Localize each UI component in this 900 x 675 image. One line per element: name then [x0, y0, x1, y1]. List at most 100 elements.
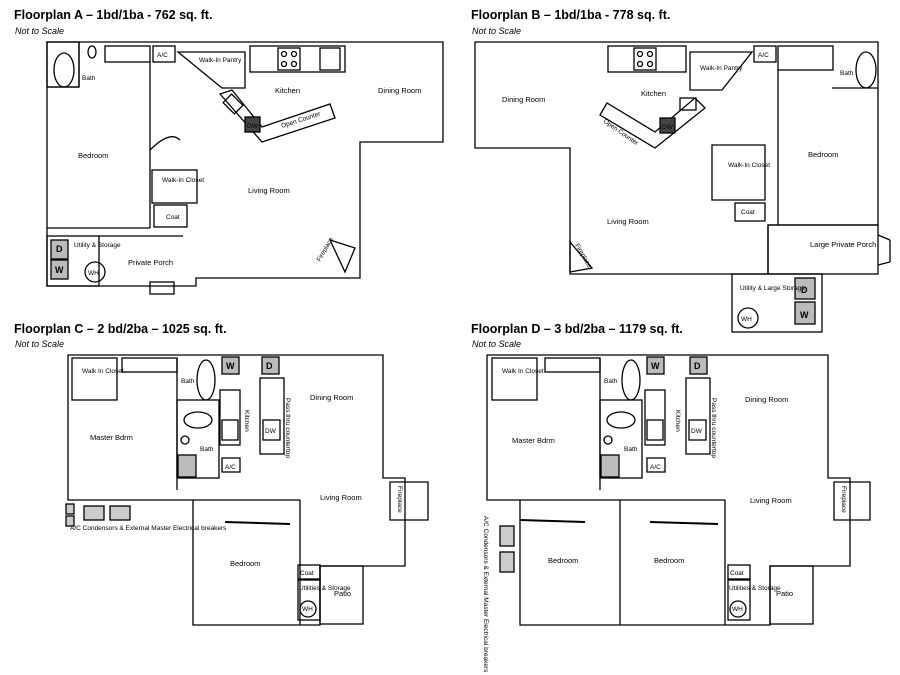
plan-c-ac-unit-1	[83, 505, 105, 521]
plan-d-patio-label: Patio	[776, 589, 793, 598]
plan-d-washer-label: W	[651, 361, 660, 371]
plan-b-walkin-closet	[711, 144, 766, 201]
plan-b-dw-label: DW	[662, 124, 674, 131]
plan-a-wh-label: WH	[88, 270, 99, 277]
plan-c-dryer	[261, 356, 280, 375]
plan-d-pass-thru	[685, 377, 711, 455]
plan-c-ac-label: A/C	[225, 464, 236, 471]
plan-b-living-label: Living Room	[607, 217, 649, 226]
plan-b-sink	[679, 97, 697, 111]
plan-b-washer	[794, 301, 816, 325]
plan-d-dining-label: Dining Room	[745, 395, 788, 404]
plan-b-tub	[855, 51, 877, 89]
plan-b-closet-label: Walk-In Closet	[728, 162, 770, 169]
plan-a-sink	[222, 93, 244, 115]
plan-a-ac-label: A/C	[157, 52, 168, 59]
plan-c-patio	[319, 565, 364, 625]
plan-a-bath	[46, 41, 80, 88]
plan-b-open-counter	[599, 97, 706, 149]
plan-c-dishwasher	[262, 419, 281, 441]
plan-d-ac-note-label: A/C Condensors & External Master Electri…	[482, 516, 489, 673]
plan-a-utility-room	[46, 235, 100, 287]
plan-a-living-label: Living Room	[248, 186, 290, 195]
plan-c-master-label: Master Bdrm	[90, 433, 133, 442]
plan-a-washer	[50, 259, 69, 280]
plan-d-ac-closet	[646, 457, 666, 473]
plan-c-ac-closet	[221, 457, 241, 473]
plan-d-kitchen-label: Kitchen	[674, 410, 681, 432]
plan-b-dryer-label: D	[801, 285, 808, 295]
plan-c-kitchen-label: Kitchen	[243, 410, 250, 432]
plan-d-dryer	[689, 356, 708, 375]
plan-b-ac-label: A/C	[758, 52, 769, 59]
plan-a-vanity	[104, 45, 151, 63]
plan-c-water-heater	[299, 600, 317, 618]
plan-b-water-heater	[737, 307, 759, 329]
plan-c-walkin-closet	[71, 357, 118, 401]
plan-c-vanity-master	[121, 357, 178, 373]
plan-c-fireplace-label: Fireplace	[396, 486, 403, 513]
floorplan-d-scale-note: Not to Scale	[472, 339, 522, 349]
plan-d-bedroom1-label: Bedroom	[548, 556, 578, 565]
plan-d-dishwasher	[688, 419, 707, 441]
plan-d-range	[646, 419, 664, 441]
plan-c-range	[221, 419, 239, 441]
plan-b-utility-room	[731, 273, 823, 333]
plan-a-washer-label: W	[55, 265, 64, 275]
plan-a-water-heater	[84, 261, 106, 283]
plan-d-fireplace	[833, 481, 871, 521]
plan-a-fireplace-label: Fireplace	[316, 236, 336, 263]
floorplan-a-scale-note: Not to Scale	[15, 26, 65, 36]
plan-d-bath2	[599, 399, 643, 479]
plan-d-walkin-closet	[491, 357, 538, 401]
plan-c-bedroom-label: Bedroom	[230, 559, 260, 568]
plan-b-coat-label: Coat	[741, 209, 755, 216]
plan-b-fireplace-label: Fireplace	[573, 243, 593, 270]
plan-c-kitchen-counter	[219, 389, 241, 446]
plan-a-bath-label: Bath	[82, 75, 96, 82]
plan-a-kitchen-label: Kitchen	[275, 86, 300, 95]
plan-c-dw-label: DW	[265, 428, 277, 435]
floorplan-b-scale-note: Not to Scale	[472, 26, 522, 36]
plan-c-bath2	[176, 399, 220, 479]
plan-c-pass-label: Pass thru countertop	[284, 398, 291, 458]
plan-d-outline	[486, 354, 851, 626]
plan-b-bedroom-label: Bedroom	[808, 150, 838, 159]
plan-a-pantry-label: Walk-In Pantry	[199, 57, 242, 64]
plan-d-living-label: Living Room	[750, 496, 792, 505]
plan-c-washer-label: W	[226, 361, 235, 371]
plan-d-wh-label: WH	[732, 606, 743, 613]
floorplan-b	[474, 41, 891, 333]
plan-c-washer	[221, 356, 240, 375]
plan-b-fireplace	[569, 240, 594, 273]
plan-a-walkin-closet	[151, 169, 198, 204]
plan-c-dining-label: Dining Room	[310, 393, 353, 402]
plan-b-range	[633, 47, 657, 71]
plan-a-bedroom-label: Bedroom	[78, 151, 108, 160]
plan-c-fireplace	[389, 481, 429, 521]
plan-c-coat-label: Coat	[300, 570, 314, 577]
plan-a-dishwasher	[244, 116, 261, 133]
plan-b-bath-label: Bath	[840, 70, 854, 77]
plan-a-range	[277, 47, 301, 71]
plan-c-pass-thru	[259, 377, 285, 455]
plan-d-bath-label: Bath	[604, 378, 618, 385]
plan-d-utility-label: Utilities & Storage	[729, 585, 781, 592]
plan-b-utility-label: Utility & Large Storage	[740, 285, 805, 292]
plan-d-dw-label: DW	[691, 428, 703, 435]
plan-a-fireplace	[328, 238, 356, 274]
plan-d-coat-closet	[727, 564, 751, 580]
floorplan-a-title: Floorplan A – 1bd/1ba - 762 sq. ft.	[14, 8, 213, 22]
plan-a-dw-label: DW	[247, 123, 259, 130]
plan-a-dining-label: Dining Room	[378, 86, 421, 95]
plan-a-dryer	[50, 239, 69, 260]
plan-a-porch-label: Private Porch	[128, 258, 173, 267]
plan-b-porch	[767, 224, 879, 275]
plan-d-ac-unit-1	[499, 525, 515, 547]
plan-c-closet-label: Walk In Closet	[82, 368, 124, 375]
plan-b-kitchen-label: Kitchen	[641, 89, 666, 98]
plan-d-pass-label: Pass thru countertop	[710, 398, 717, 458]
plan-a-utility-label: Utility & Storage	[74, 242, 121, 249]
plan-b-dishwasher	[659, 117, 676, 134]
plan-b-coat-closet	[734, 202, 766, 222]
